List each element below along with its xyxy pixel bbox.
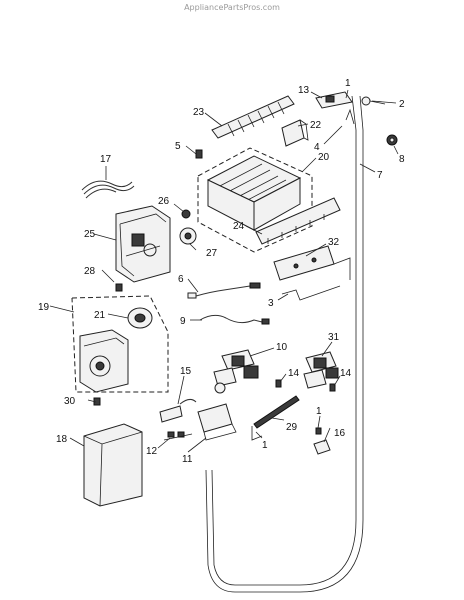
callout-27: 27: [206, 248, 218, 259]
callout-18: 18: [56, 434, 68, 445]
callout-10: 10: [276, 342, 288, 353]
wire-9: [199, 314, 270, 325]
callout-16: 16: [334, 428, 346, 439]
callout-24: 24: [233, 221, 245, 232]
inner-housing: [79, 329, 129, 393]
bracket-22: [281, 119, 309, 147]
ice-mold-20: [197, 147, 313, 253]
callout-26: 26: [158, 196, 170, 207]
screw-28: [115, 283, 123, 292]
valve-10: [213, 349, 259, 394]
callout-1c: 1: [262, 440, 268, 451]
callout-5: 5: [175, 141, 181, 152]
callout-14b: 14: [340, 368, 352, 379]
bin-cover-18: [83, 423, 143, 507]
clip-3: [281, 285, 341, 301]
sensor-6: [187, 282, 261, 299]
callout-19: 19: [38, 302, 50, 313]
callout-21: 21: [94, 310, 106, 321]
callout-1: 1: [345, 78, 351, 89]
callout-30: 30: [64, 396, 76, 407]
callout-7: 7: [377, 170, 383, 181]
callout-31: 31: [328, 332, 340, 343]
screw-1-bottom: [315, 427, 322, 435]
callout-12: 12: [146, 446, 158, 457]
housing-25: [115, 205, 171, 283]
callout-8: 8: [399, 154, 405, 165]
terminal-15: [159, 398, 197, 423]
rod-29: [251, 395, 300, 441]
leader-lines: [49, 89, 399, 453]
callout-23: 23: [193, 107, 205, 118]
callout-15: 15: [180, 366, 192, 377]
harness-17: [81, 180, 135, 199]
screw-14b: [329, 383, 336, 392]
callout-32: 32: [328, 237, 340, 248]
module-27: [179, 227, 197, 245]
callout-2: 2: [399, 99, 405, 110]
callout-4: 4: [314, 142, 320, 153]
connectors-12: [163, 431, 193, 441]
fitting-8: [386, 134, 398, 146]
callout-29: 29: [286, 422, 298, 433]
callout-28: 28: [84, 266, 96, 277]
callout-13: 13: [298, 85, 310, 96]
callout-6: 6: [178, 274, 184, 285]
callout-3: 3: [268, 298, 274, 309]
bracket-32: [273, 245, 351, 281]
fill-tube: [205, 95, 364, 593]
watermark: AppliancePartsPros.com: [184, 3, 280, 12]
motor-21: [127, 307, 153, 329]
callout-20: 20: [318, 152, 330, 163]
callout-1b: 1: [316, 406, 322, 417]
screw-14a: [275, 379, 282, 388]
inlet-bracket: [315, 91, 386, 125]
module-19: [71, 295, 169, 393]
clip-16: [313, 439, 331, 455]
callout-9: 9: [180, 316, 186, 327]
screw-5: [195, 149, 203, 159]
callout-14a: 14: [288, 368, 300, 379]
bracket-11: [197, 403, 237, 441]
callout-25: 25: [84, 229, 96, 240]
ejector-bar: [211, 95, 295, 139]
callout-17: 17: [100, 154, 112, 165]
callout-22: 22: [310, 120, 322, 131]
valve-31: [303, 351, 339, 389]
callout-11: 11: [182, 454, 193, 465]
ice-shelf-24: [255, 197, 341, 245]
